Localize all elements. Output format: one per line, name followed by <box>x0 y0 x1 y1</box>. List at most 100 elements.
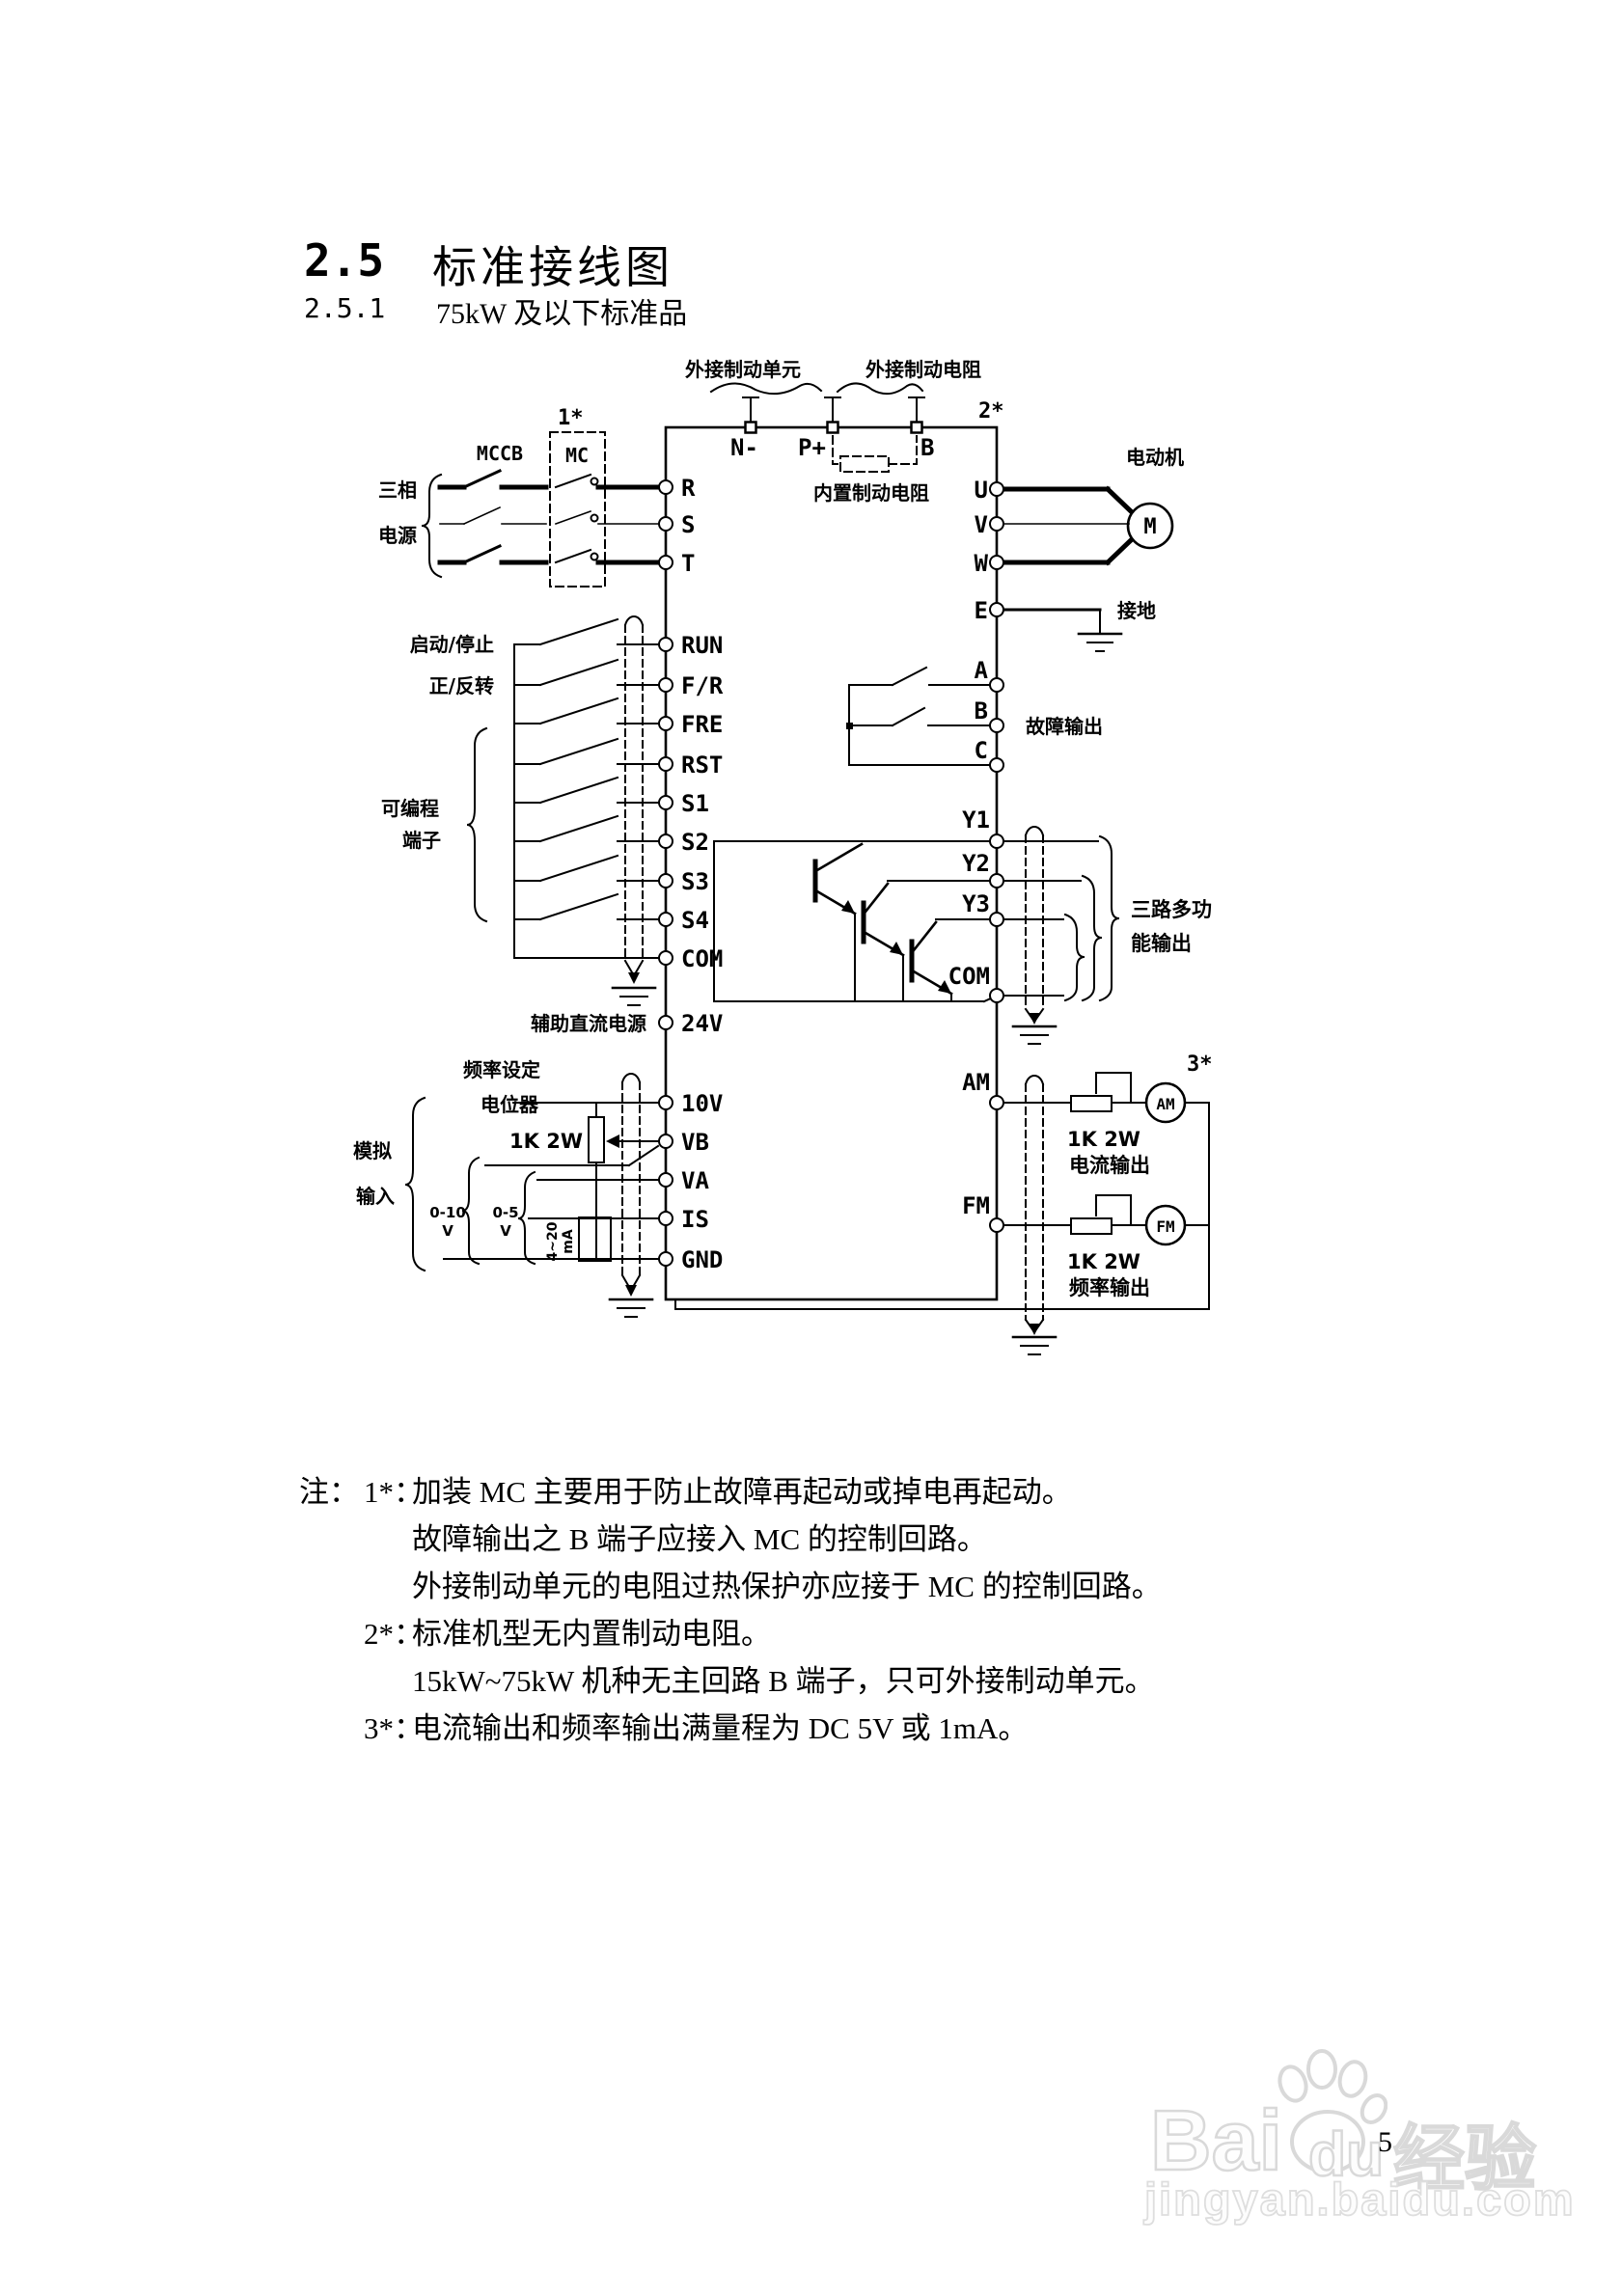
notes-heading: 注： <box>299 1475 359 1509</box>
section-number: 2.5 <box>304 234 385 287</box>
digital-inputs: 启动/停止 正/反转 可编程 端子 辅助直流电源 <box>381 615 660 1035</box>
current-output-label: 电流输出 <box>1069 1154 1150 1177</box>
terminal-label-b-out: B <box>975 697 988 724</box>
freq-potentiometer <box>588 1116 605 1163</box>
am-resistor <box>1070 1095 1113 1112</box>
terminal-label-am: AM <box>962 1069 990 1096</box>
range-0-10-unit: V <box>442 1222 453 1240</box>
watermark-site-url: jingyan.baidu.com <box>1143 2173 1576 2226</box>
brake-section: 外接制动单元 外接制动电阻 2* N- P+ B 内置制动电阻 <box>685 358 1004 505</box>
terminal-label-y1: Y1 <box>962 806 990 834</box>
am-meter-label: AM <box>1156 1095 1174 1113</box>
left-terminals: R S T RUN F/R FRE RST S1 S2 S3 S4 COM 24… <box>658 475 724 1273</box>
section-title: 标准接线图 <box>432 243 673 292</box>
baidu-paw-icon <box>1278 2049 1387 2173</box>
note1-line1: 加装 MC 主要用于防止故障再起动或掉电再起动。 <box>412 1475 1072 1509</box>
terminal-label-y2: Y2 <box>962 850 990 877</box>
fm-resistor <box>1070 1217 1113 1235</box>
terminal-label-v: V <box>975 511 988 538</box>
pot-value-label: 1K 2W <box>509 1130 583 1153</box>
internal-brake-resistor <box>839 455 890 473</box>
right-terminals: U V W E A B C Y1 Y2 Y3 COM AM FM <box>948 477 1004 1233</box>
fm-resistor-label: 1K 2W <box>1067 1250 1140 1273</box>
multi-output-label-1: 三路多功 <box>1131 898 1212 921</box>
terminal-label-vb: VB <box>681 1129 709 1156</box>
motor-label: 电动机 <box>1126 446 1184 469</box>
multi-output: 三路多功 能输出 <box>713 826 1212 1045</box>
brake-resistor-brace <box>836 382 924 396</box>
range-0-5-unit: V <box>500 1222 511 1240</box>
freq-pot-label-1: 频率设定 <box>463 1058 540 1081</box>
note1-ref: 1* <box>558 406 584 430</box>
programmable-label-1: 可编程 <box>381 797 439 820</box>
mc-label: MC <box>565 444 589 467</box>
note2-line2: 15kW~75kW 机种无主回路 B 端子，只可外接制动单元。 <box>412 1664 1155 1698</box>
terminal-label-w: W <box>975 550 989 577</box>
terminal-n-minus <box>744 421 757 434</box>
three-phase-input: 三相 电源 MCCB MC 1* <box>378 406 662 588</box>
note3-marker: 3*： <box>364 1711 424 1745</box>
n-minus-label: N- <box>730 434 758 461</box>
current-range-unit: mA <box>561 1229 576 1254</box>
source-brace <box>421 473 443 579</box>
range-0-10-label: 0-10 <box>429 1204 466 1221</box>
source-label-1: 三相 <box>378 478 417 502</box>
converter-box <box>664 425 999 1301</box>
terminal-label-va: VA <box>681 1167 709 1194</box>
fwd-rev-label: 正/反转 <box>429 674 494 697</box>
terminal-label-gnd: GND <box>681 1246 723 1273</box>
p-plus-label: P+ <box>798 434 826 461</box>
am-resistor-label: 1K 2W <box>1067 1128 1140 1151</box>
note-row: 3*： 电流输出和频率输出满量程为 DC 5V 或 1mA。 <box>299 1705 1162 1752</box>
note-row: 外接制动单元的电阻过热保护亦应接于 MC 的控制回路。 <box>299 1563 1162 1610</box>
fault-output: 故障输出 <box>846 666 1103 766</box>
page-number: 5 <box>1378 2126 1392 2158</box>
current-input-resistor <box>578 1216 612 1262</box>
note-row: 15kW~75kW 机种无主回路 B 端子，只可外接制动单元。 <box>299 1657 1162 1705</box>
programmable-label-2: 端子 <box>402 829 441 852</box>
wiring-diagram: 三相 电源 MCCB MC 1* <box>353 358 1213 1355</box>
freq-output-label: 频率输出 <box>1069 1276 1150 1299</box>
terminal-p-plus <box>826 421 839 434</box>
terminal-label-run: RUN <box>681 632 723 659</box>
subsection-title: 75kW 及以下标准品 <box>436 298 688 330</box>
terminal-label-com: COM <box>681 945 723 972</box>
analog-inputs: 频率设定 电位器 1K 2W 模拟 输入 0-10 V 0-5 V 4~20 m… <box>353 1058 667 1318</box>
fault-output-label: 故障输出 <box>1026 715 1103 738</box>
note3-line1: 电流输出和频率输出满量程为 DC 5V 或 1mA。 <box>412 1711 1029 1745</box>
terminal-label-fre: FRE <box>681 711 723 738</box>
terminal-label-24v: 24V <box>681 1010 723 1037</box>
terminal-label-fm: FM <box>962 1192 990 1219</box>
terminal-label-r: R <box>681 475 696 502</box>
note2-ref: 2* <box>978 399 1004 424</box>
terminal-label-y3: Y3 <box>962 890 990 917</box>
aux-dc-label: 辅助直流电源 <box>531 1012 646 1035</box>
mccb-label: MCCB <box>477 442 523 465</box>
mc-contactor-box <box>549 431 606 588</box>
terminal-label-rst: RST <box>681 752 723 779</box>
motor-m: M <box>1143 515 1156 539</box>
terminal-label-e: E <box>975 597 988 624</box>
terminal-label-s1: S1 <box>681 790 709 817</box>
subsection-number: 2.5.1 <box>304 292 386 324</box>
note-row: 2*： 标准机型无内置制动电阻。 <box>299 1610 1162 1657</box>
note1-line2: 故障输出之 B 端子应接入 MC 的控制回路。 <box>412 1522 987 1556</box>
note2-marker: 2*： <box>364 1617 424 1651</box>
range-0-5-label: 0-5 <box>492 1204 518 1221</box>
external-brake-resistor-label: 外接制动电阻 <box>865 358 981 381</box>
terminal-label-c: C <box>975 737 988 764</box>
start-stop-label: 启动/停止 <box>410 633 494 656</box>
note1-marker: 1*： <box>364 1475 424 1509</box>
terminal-label-fr: F/R <box>681 672 724 699</box>
range-0-5-brace <box>517 1170 536 1266</box>
terminal-label-s2: S2 <box>681 829 709 856</box>
terminal-label-s: S <box>681 511 695 538</box>
note-row: 故障输出之 B 端子应接入 MC 的控制回路。 <box>299 1516 1162 1563</box>
brake-unit-brace <box>709 382 823 396</box>
terminal-label-s4: S4 <box>681 907 709 934</box>
terminal-label-is: IS <box>681 1206 709 1233</box>
freq-pot-label-2: 电位器 <box>481 1093 539 1116</box>
source-label-2: 电源 <box>378 524 417 547</box>
programmable-brace <box>466 726 488 923</box>
note3-ref: 3* <box>1187 1052 1213 1077</box>
